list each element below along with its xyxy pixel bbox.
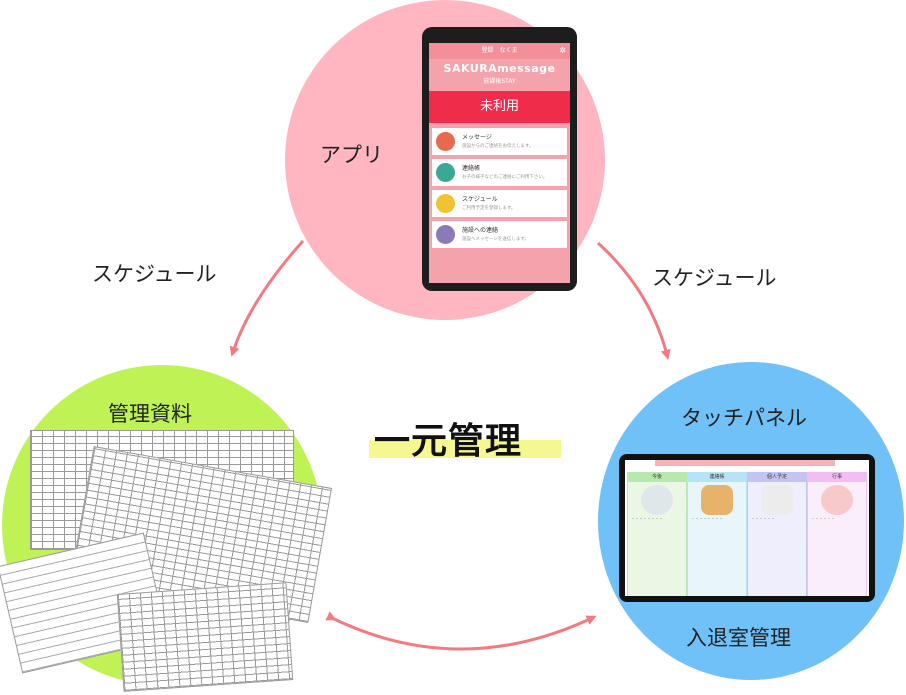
app-label: アプリ bbox=[320, 143, 383, 167]
arrow-app-to-documents bbox=[229, 239, 305, 357]
phone-menu: メッセージ 施設からのご連絡をお伝えします。 連絡帳 お子の様子などのご連絡にご… bbox=[432, 128, 567, 248]
tablet-column-title: 今後 bbox=[628, 473, 686, 482]
edge-label-right: スケジュール bbox=[652, 266, 777, 290]
menu-item-title: 連絡帳 bbox=[462, 165, 481, 172]
panel-sublabel: 入退室管理 bbox=[686, 626, 791, 650]
menu-item-title: スケジュール bbox=[462, 196, 498, 203]
tablet-screen: 今後 ・・・・・・・・ 連絡帳 ・・・・・・・・ 個人予定 ・・・・・・ 行事 … bbox=[625, 460, 869, 596]
sheep-icon bbox=[761, 485, 793, 515]
center-label: 一元管理 bbox=[374, 421, 523, 462]
tablet-column[interactable]: 個人予定 ・・・・・・ bbox=[747, 472, 807, 596]
tablet-column-title: 行事 bbox=[808, 473, 866, 482]
tablet-line: ・・・・・・ bbox=[751, 516, 775, 521]
menu-item-desc: 施設からのご連絡をお伝えします。 bbox=[462, 144, 534, 149]
center-highlight bbox=[369, 440, 561, 458]
tablet-column-title: 個人予定 bbox=[748, 473, 806, 482]
panel-label: タッチパネル bbox=[681, 406, 807, 430]
menu-item-title: 施設への連絡 bbox=[462, 227, 499, 234]
menu-item-desc: お子の様子などのご連絡にご利用下さい。 bbox=[462, 175, 548, 180]
edge-label-left: スケジュール bbox=[92, 262, 217, 286]
unused-button[interactable]: 未利用 bbox=[429, 91, 570, 123]
menu-item-facility-contact[interactable]: 施設への連絡 施設へメッセージを送信します。 bbox=[432, 221, 567, 248]
smartphone: 登録 なくま ✲ SAKURAmessage 放課後STAY 未利用 メッセージ… bbox=[422, 27, 577, 291]
chat-icon bbox=[436, 163, 455, 182]
heart-icon bbox=[436, 225, 455, 244]
arrow-documents-panel bbox=[325, 611, 597, 651]
menu-item-contact-book[interactable]: 連絡帳 お子の様子などのご連絡にご利用下さい。 bbox=[432, 159, 567, 186]
seal-icon bbox=[641, 485, 673, 515]
calendar-icon bbox=[436, 194, 455, 213]
documents-label: 管理資料 bbox=[108, 402, 192, 426]
document-sheet bbox=[116, 582, 294, 692]
menu-item-desc: ご利用予定を登録します。 bbox=[462, 206, 516, 211]
tablet-line: ・・・・・・・・ bbox=[691, 516, 723, 521]
phone-status-text: 登録 なくま bbox=[481, 47, 518, 54]
phone-status-bar: 登録 なくま ✲ bbox=[429, 43, 570, 59]
giraffe-icon bbox=[701, 485, 733, 515]
tablet-top-bar bbox=[655, 460, 835, 466]
tablet-column[interactable]: 今後 ・・・・・・・・ bbox=[627, 472, 687, 596]
phone-brand-sub: 放課後STAY bbox=[483, 78, 516, 85]
gear-icon[interactable]: ✲ bbox=[559, 46, 566, 55]
pig-icon bbox=[821, 485, 853, 515]
tablet-column-title: 連絡帳 bbox=[688, 473, 746, 482]
tablet-line: ・・・・・・ bbox=[811, 516, 835, 521]
menu-item-schedule[interactable]: スケジュール ご利用予定を登録します。 bbox=[432, 190, 567, 217]
menu-item-title: メッセージ bbox=[462, 134, 492, 141]
phone-screen: 登録 なくま ✲ SAKURAmessage 放課後STAY 未利用 メッセージ… bbox=[429, 43, 570, 283]
menu-item-desc: 施設へメッセージを送信します。 bbox=[462, 237, 529, 242]
tablet-line: ・・・・・・・・ bbox=[631, 516, 663, 521]
tablet: 今後 ・・・・・・・・ 連絡帳 ・・・・・・・・ 個人予定 ・・・・・・ 行事 … bbox=[619, 454, 875, 602]
phone-brand: SAKURAmessage bbox=[443, 62, 556, 75]
arrow-app-to-panel bbox=[596, 241, 671, 360]
envelope-icon bbox=[436, 132, 455, 151]
tablet-column[interactable]: 連絡帳 ・・・・・・・・ bbox=[687, 472, 747, 596]
tablet-column[interactable]: 行事 ・・・・・・ bbox=[807, 472, 867, 596]
menu-item-message[interactable]: メッセージ 施設からのご連絡をお伝えします。 bbox=[432, 128, 567, 155]
